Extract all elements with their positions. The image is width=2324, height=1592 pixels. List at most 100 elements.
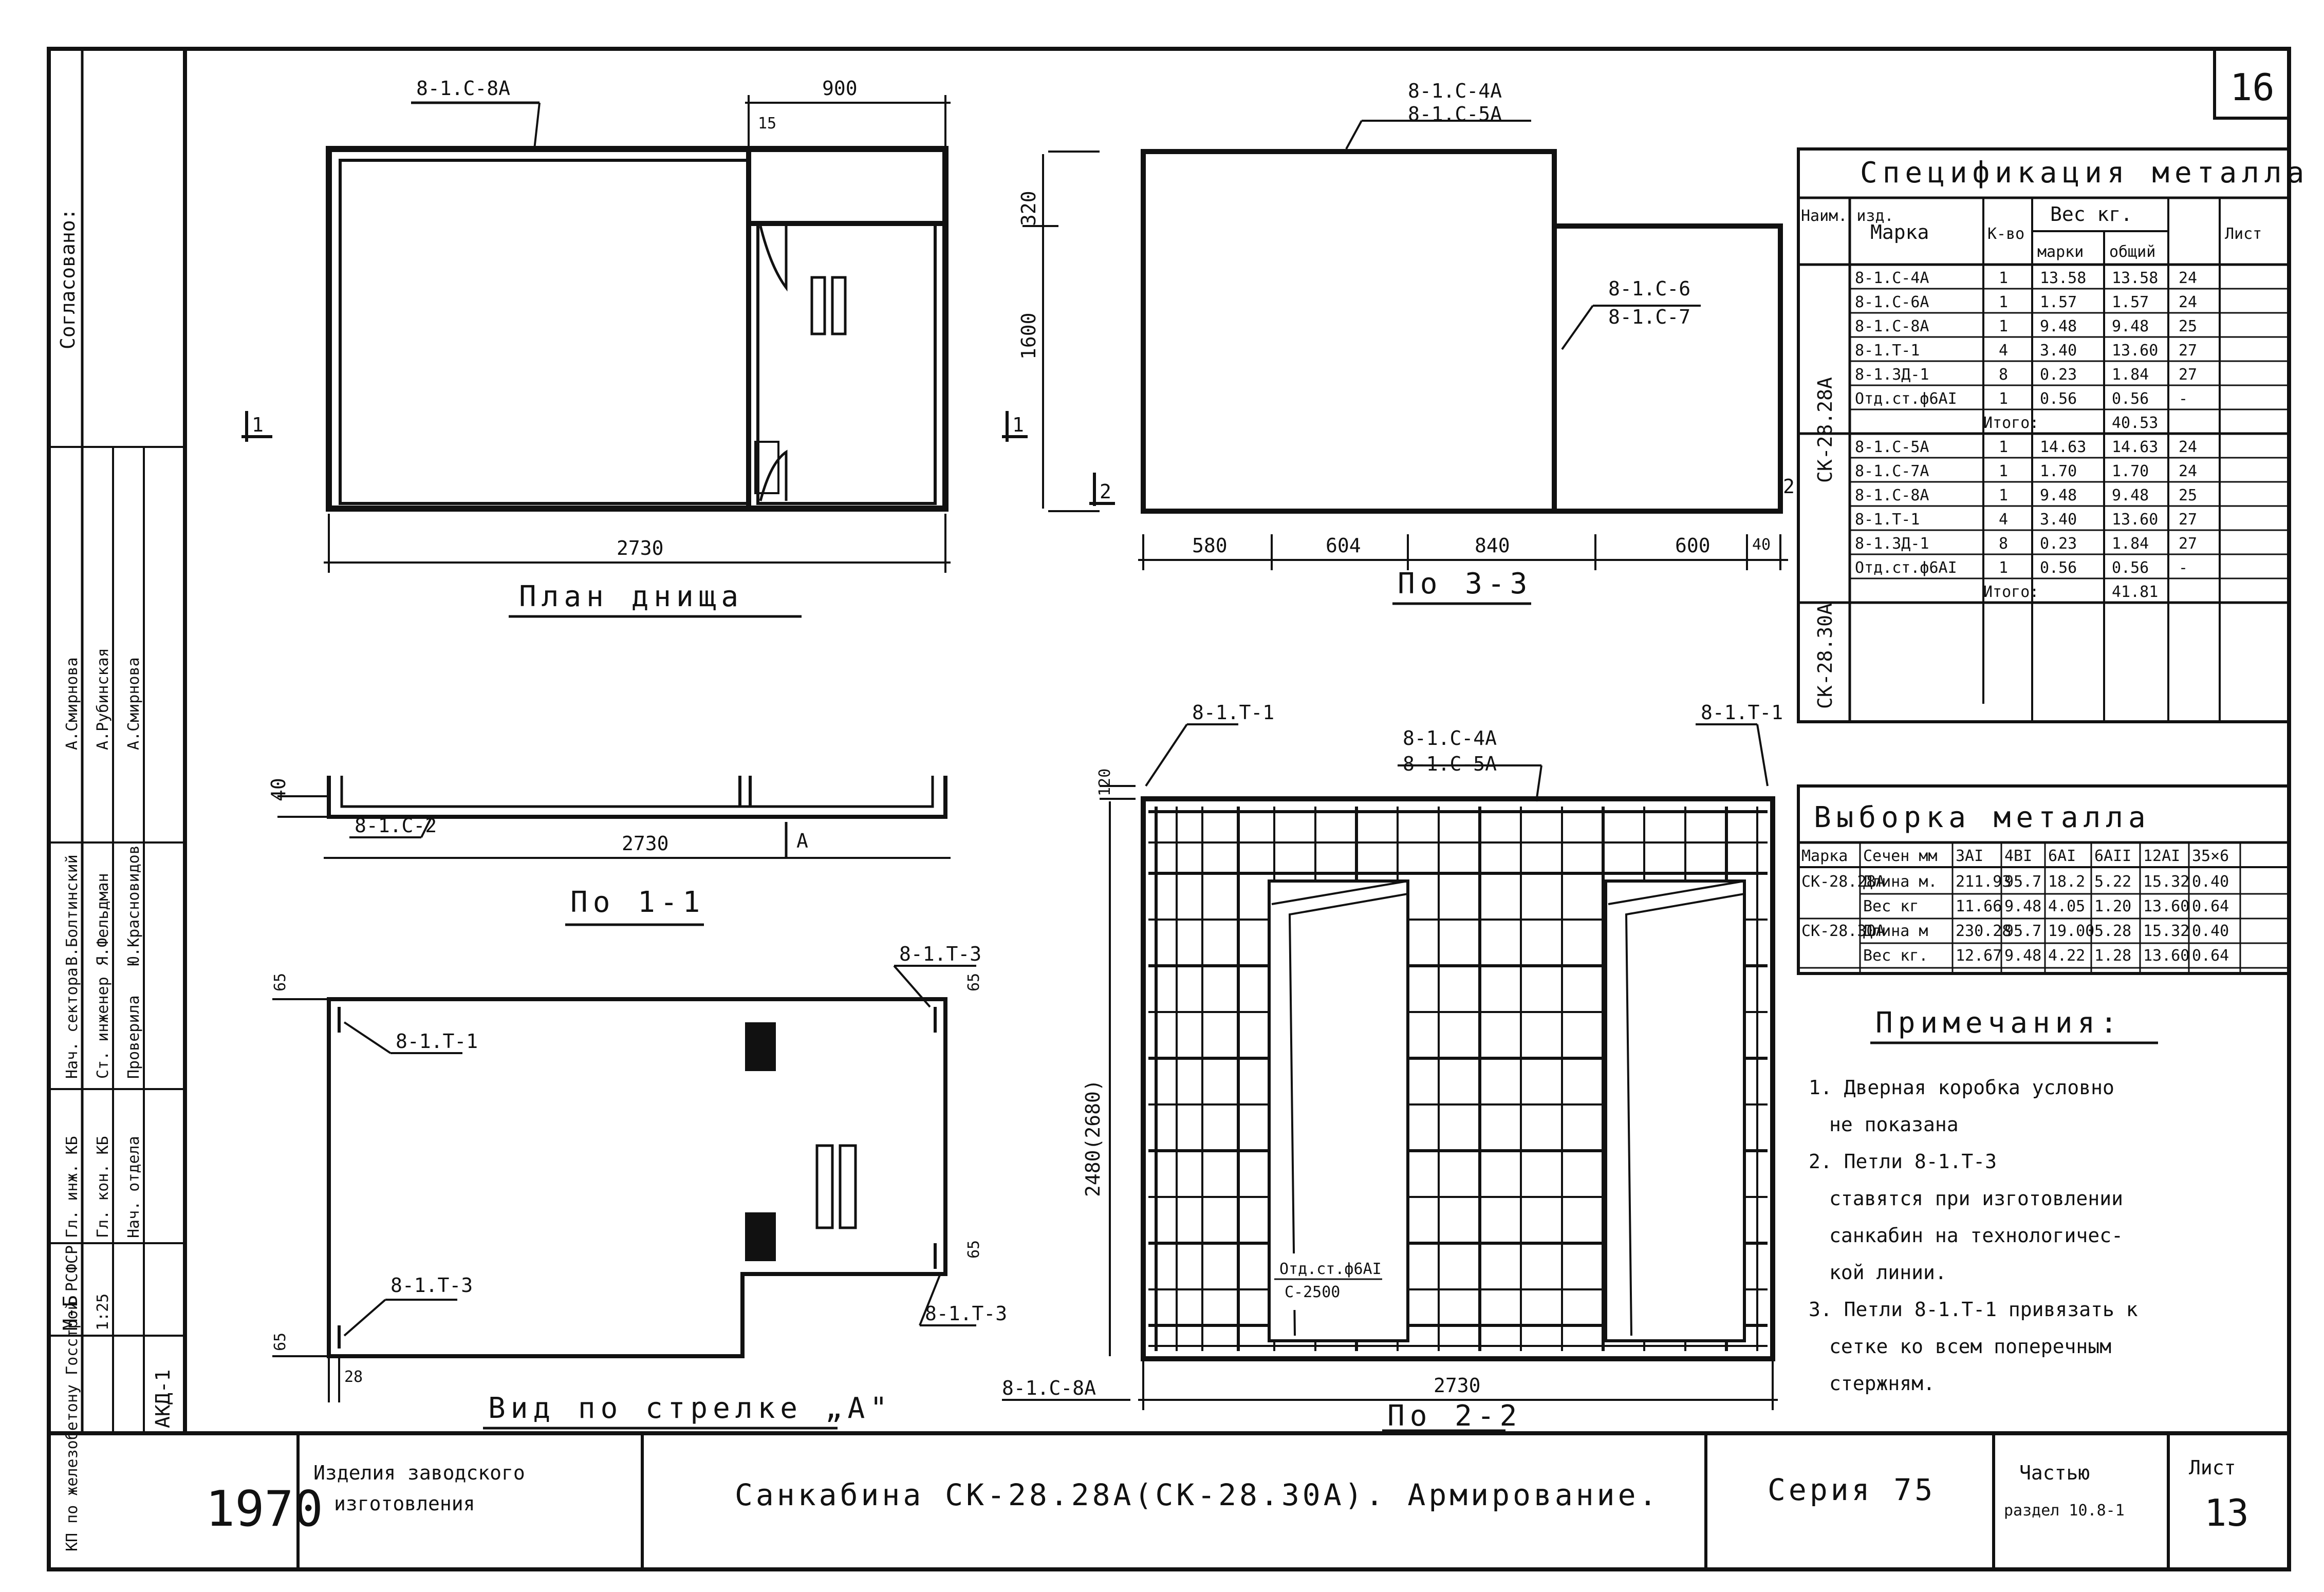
spec-g2-cell: 24 (2179, 462, 2197, 480)
spec-g1-cell: 1.57 (2112, 293, 2149, 311)
spec-g2-cell: Отд.ст.ф6АI (1855, 559, 1957, 577)
spec-g2-cell: 3.40 (2040, 511, 2077, 529)
selection-cell: 211.93 (1956, 873, 2011, 891)
view-a-t3-right: 8-1.Т-3 (925, 1302, 1007, 1325)
selection-cell: 5.28 (2094, 922, 2131, 940)
selection-header-cell: Марка (1801, 847, 1848, 865)
section-2-2-view: 120 2480(2680) 8-1.С-4А 8-1.С-5А 8-1.Т-1… (1002, 701, 1783, 1433)
spec-g1-cell: - (2179, 390, 2188, 408)
rod-label-bg (1274, 1253, 1382, 1310)
spec-g1-cell: 3.40 (2040, 342, 2077, 360)
spec-g2-cell: 1.84 (2112, 535, 2149, 553)
view-a-t1: 8-1.Т-1 (396, 1030, 478, 1053)
s22-dim-height: 2480(2680) (1082, 1079, 1104, 1197)
approval-label: Согласовано: (57, 208, 79, 349)
spec-g1-cell: 1.57 (2040, 293, 2077, 311)
spec-g1-cell: 8-1.С-8А (1855, 317, 1929, 335)
spec-g1-cell: Отд.ст.ф6АI (1855, 390, 1957, 408)
approval-name-6: Ю.Красновидов (125, 845, 143, 966)
spec-g1-cell: 0.56 (2112, 390, 2149, 408)
selection-cell: 4.22 (2048, 947, 2085, 965)
s33-dim-600: 600 (1675, 534, 1711, 557)
sheet-label: Лист (2189, 1456, 2236, 1479)
notes-title: Примечания: (1875, 1006, 2123, 1040)
spec-g2-total-label: Итого: (1983, 583, 2039, 601)
s33-title: По 3-3 (1398, 567, 1532, 601)
plan-section-mark: 1 (252, 414, 264, 436)
spec-g2-cell: 0.23 (2040, 535, 2077, 553)
spec-g1-cell: 1 (1999, 293, 2008, 311)
scale-m: М-Б (59, 1295, 82, 1331)
spec-g2-cell: 27 (2179, 511, 2197, 529)
selection-cell: Длина м. (1863, 873, 1938, 891)
view-a-t3-left: 8-1.Т-3 (391, 1274, 473, 1297)
spec-g2-cell: 1 (1999, 486, 2008, 504)
spec-g2-cell: 14.63 (2040, 438, 2086, 456)
spec-g2-cell: 8-1.Т-1 (1855, 511, 1920, 529)
selection-cell: Вес кг. (1863, 947, 1928, 965)
spec-g2-cell: 13.60 (2112, 511, 2158, 529)
s33-mark-2r: 2 (1783, 475, 1795, 498)
selection-cell: 4.05 (2048, 897, 2085, 915)
selection-title: Выборка металла (1814, 801, 2151, 834)
org-name: КП по железобетону Госстрой РСФСР (63, 1245, 81, 1551)
sheet-number: 13 (2204, 1491, 2249, 1534)
spec-g1-cell: 27 (2179, 366, 2197, 384)
selection-cell: 0.64 (2192, 947, 2229, 965)
spec-g1-total-value: 40.53 (2112, 414, 2158, 432)
note-line: 2. Петли 8-1.Т-3 (1809, 1150, 1997, 1173)
selection-cell: 9.48 (2004, 897, 2041, 915)
spec-g2-cell: 1.70 (2040, 462, 2077, 480)
selection-header-cell: 12АI (2143, 847, 2180, 865)
note-line: ставятся при изготовлении (1829, 1187, 2123, 1210)
section-3-3-view: 320 1600 8-1.С-4А 8-1.С-5А 8-1.С-6 8-1.С… (1002, 80, 1795, 605)
spec-g1-cell: 1 (1999, 269, 2008, 287)
spec-h-name: Наим. изд. (1801, 207, 1894, 225)
view-a-dim-28: 28 (344, 1368, 363, 1386)
selection-cell: 19.00 (2048, 922, 2094, 940)
approval-role-3: Нач. отдела (125, 1136, 143, 1238)
note-line: 1. Дверная коробка условно (1809, 1076, 2114, 1099)
approval-name-2: А.Рубинская (94, 648, 112, 750)
plan-top-label: 8-1.С-8А (416, 77, 510, 100)
page-number: 16 (2230, 66, 2275, 109)
spec-g2-cell: 1 (1999, 462, 2008, 480)
spec-g2-total-value: 41.81 (2112, 583, 2158, 601)
s11-title: По 1-1 (570, 886, 705, 919)
spec-g2-cell: 8-1.3Д-1 (1855, 535, 1929, 553)
part-label: Частью (2019, 1462, 2090, 1484)
spec-g2-cell: 9.48 (2040, 486, 2077, 504)
approval-role-6: Нач. сектора (63, 967, 81, 1079)
spec-h-wmark: марки (2037, 243, 2084, 261)
spec-g2-cell: 27 (2179, 535, 2197, 553)
approval-name-1: А.Смирнова (63, 657, 81, 750)
s33-side-2: 8-1.С-7 (1608, 306, 1690, 328)
spec-h-weight: Вес кг. (2050, 203, 2132, 226)
approval-name-4: В.Болтинский (63, 854, 81, 966)
selection-cell: 95.7 (2004, 922, 2041, 940)
spec-h-mark: Марка (1870, 221, 1929, 244)
selection-cell: 0.64 (2192, 897, 2229, 915)
view-a-dim-65c: 65 (965, 1240, 983, 1259)
s11-dim-2730: 2730 (622, 832, 669, 855)
year: 1970 (206, 1481, 323, 1538)
note-line: санкабин на технологичес- (1829, 1224, 2123, 1247)
s33-dim-320: 320 (1017, 191, 1040, 226)
spec-h-qty: К-во (1987, 225, 2024, 243)
title-block: 1970 Изделия заводского изготовления Сан… (206, 1433, 2249, 1569)
s22-dim-2730: 2730 (1434, 1374, 1481, 1397)
note-line: стержням. (1829, 1372, 1935, 1395)
s22-bottom-label: 8-1.С-8А (1002, 1377, 1096, 1399)
s33-dim-40: 40 (1752, 536, 1771, 554)
approval-role-7: Ст. инженер (94, 977, 112, 1079)
selection-cell: 0.40 (2192, 922, 2229, 940)
view-a-t3-top: 8-1.Т-3 (899, 943, 981, 965)
spec-g1-total-label: Итого: (1983, 414, 2039, 432)
selection-cell: 1.28 (2094, 947, 2131, 965)
selection-cell: 12.67 (1956, 947, 2002, 965)
spec-group1-name: СК-28.28А (1814, 377, 1836, 483)
selection-cell: Длина м (1863, 922, 1928, 940)
